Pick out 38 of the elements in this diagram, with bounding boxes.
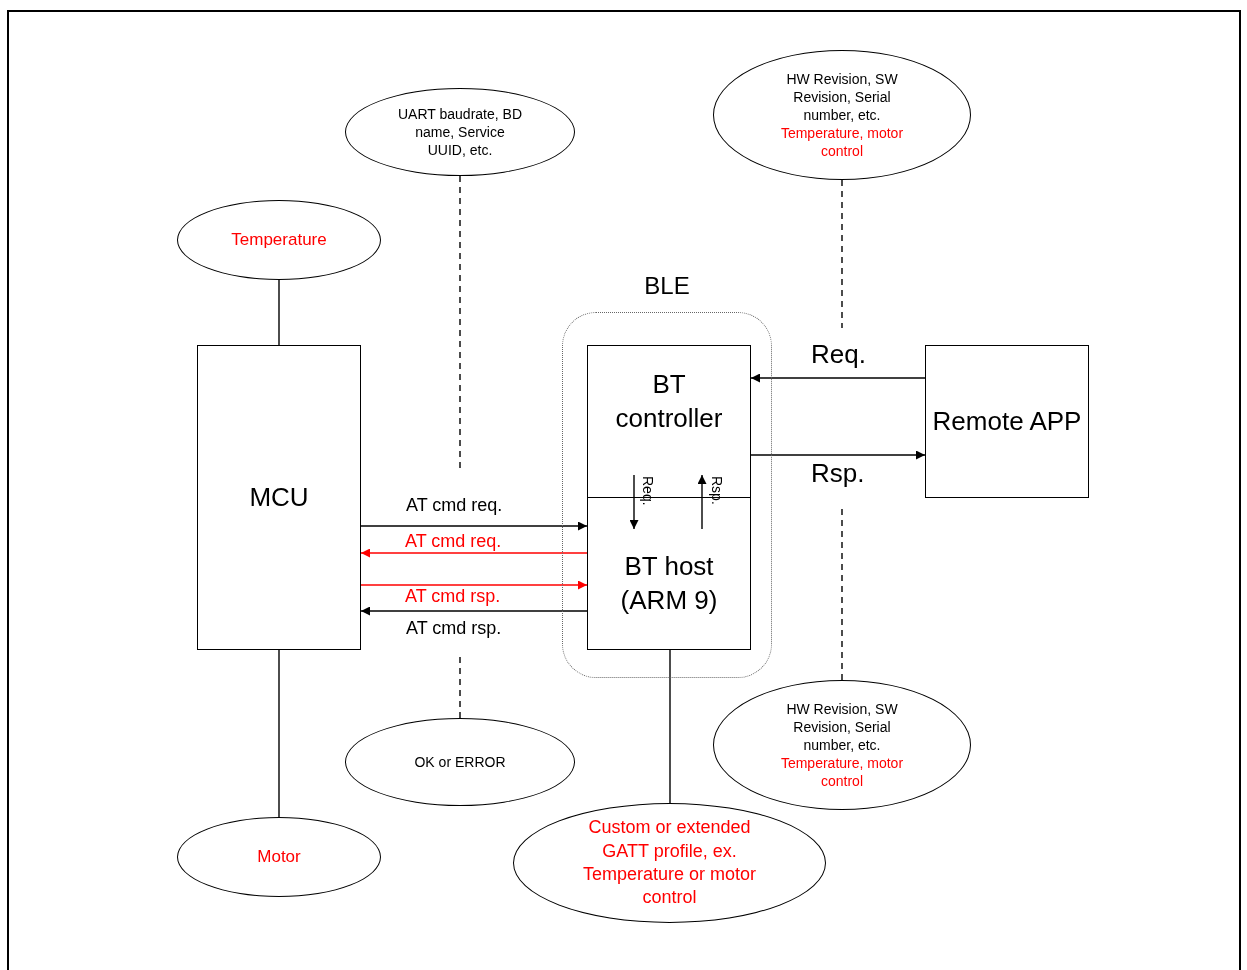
edge-label: Req. bbox=[811, 340, 866, 369]
arrow bbox=[360, 580, 588, 590]
edge-label: AT cmd req. bbox=[406, 496, 503, 516]
arrow bbox=[750, 373, 926, 383]
node-text: HW Revision, SW Revision, Serial number, etc. bbox=[785, 699, 899, 755]
dashed-line bbox=[459, 175, 461, 471]
edge-label: AT cmd req. bbox=[405, 532, 502, 552]
edge-label: Rsp. bbox=[811, 459, 865, 488]
arrow bbox=[697, 474, 707, 530]
edge-label: Rsp. bbox=[708, 476, 724, 505]
arrow bbox=[360, 606, 588, 616]
node-text: Temperature, motor control bbox=[779, 754, 905, 791]
node-text: Custom or extended GATT profile, ex. Temperature or motor control bbox=[581, 816, 758, 910]
node-text: HW Revision, SW Revision, Serial number, etc. bbox=[785, 69, 899, 125]
node-text: MCU bbox=[249, 480, 309, 514]
node-text: OK or ERROR bbox=[414, 752, 506, 772]
arrow bbox=[750, 450, 926, 460]
block-box bbox=[197, 345, 361, 650]
edge-label: Req. bbox=[639, 476, 655, 506]
group-heading: BLE bbox=[643, 272, 691, 300]
arrow bbox=[360, 548, 588, 558]
connector-line bbox=[278, 649, 280, 818]
node-text: UART baudrate, BD name, Service UUID, etc. bbox=[397, 104, 523, 160]
arrow bbox=[360, 521, 588, 531]
connector-line bbox=[669, 649, 671, 804]
node-text: Motor bbox=[257, 845, 301, 868]
node-text: Remote APP bbox=[932, 404, 1082, 438]
arrow bbox=[629, 474, 639, 530]
node-text: Temperature bbox=[231, 228, 327, 251]
dashed-line bbox=[841, 179, 843, 329]
node-text: Temperature, motor control bbox=[779, 124, 905, 161]
edge-label: AT cmd rsp. bbox=[406, 619, 502, 639]
node-text: BT controller bbox=[614, 367, 724, 435]
dashed-line bbox=[459, 654, 461, 719]
block-box bbox=[925, 345, 1089, 498]
connector-line bbox=[278, 279, 280, 346]
edge-label: AT cmd rsp. bbox=[405, 587, 501, 607]
node-text: BT host (ARM 9) bbox=[619, 549, 719, 617]
